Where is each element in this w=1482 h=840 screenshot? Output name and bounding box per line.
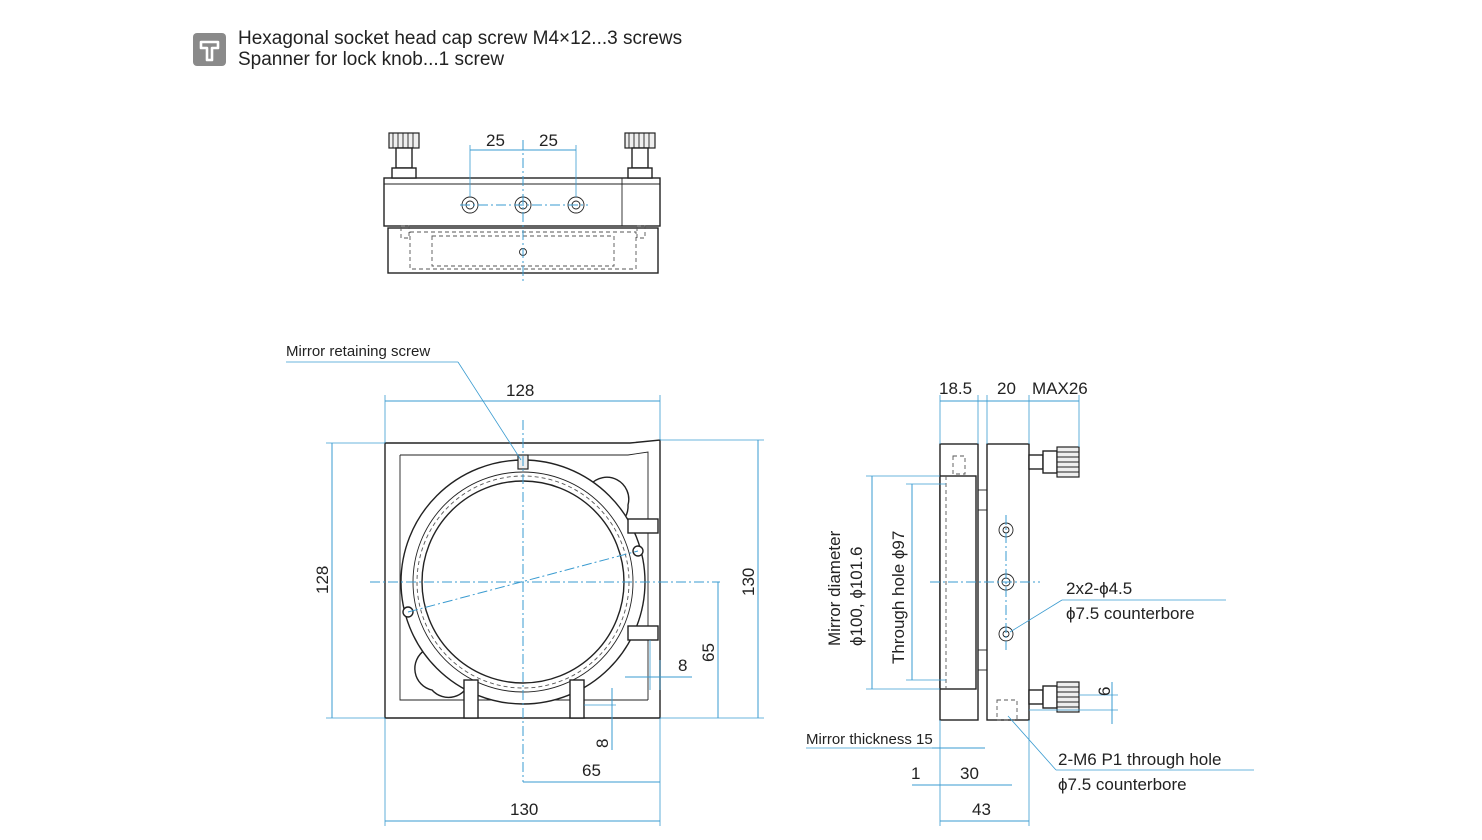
front-dim-half-width: 65 [582,761,601,780]
front-dim-bottom-offset: 8 [593,739,612,748]
accessories-list: Hexagonal socket head cap screw M4×12...… [238,28,682,70]
side-view: 18.5 20 MAX26 Mirror diameter ϕ100, ϕ101… [806,379,1254,826]
side-view-knob-top [1028,446,1080,478]
side-mirror-thickness: Mirror thickness 15 [806,731,933,748]
side-holes-label-line1: 2x2-ϕ4.5 [1066,579,1132,598]
front-view: Mirror retaining screw 128 128 130 65 8 … [286,343,764,826]
side-m6-label-line1: 2-M6 P1 through hole [1058,750,1222,769]
front-dim-bottom-width: 130 [510,800,538,819]
side-dim-max: MAX26 [1032,379,1088,398]
top-view-knob-right [624,132,656,179]
top-view: 25 25 [383,131,661,282]
accessory-spanner: Spanner for lock knob...1 screw [238,49,505,70]
side-dim-fortythree: 43 [972,800,991,819]
front-dim-top-width: 128 [506,381,534,400]
accessory-screws: Hexagonal socket head cap screw M4×12...… [238,28,683,49]
side-m6-label-line2: ϕ7.5 counterbore [1058,775,1187,794]
side-mirror-diameter-line1: Mirror diameter [825,530,844,646]
top-view-knob-left [388,132,420,179]
front-dim-hole-height: 65 [699,643,718,662]
top-view-front-plate [383,177,661,227]
side-view-knob-bottom [1028,681,1080,713]
side-dim-six: 6 [1095,687,1114,696]
side-dim-body: 20 [997,379,1016,398]
tool-icon [193,33,226,66]
front-dim-left-height: 128 [313,566,332,594]
side-dim-thirty: 30 [960,764,979,783]
front-dim-side-offset: 8 [678,656,687,675]
top-dim-right: 25 [539,131,558,150]
side-holes-label-line2: ϕ7.5 counterbore [1066,604,1195,623]
side-dim-one: 1 [911,764,920,783]
side-dim-plate: 18.5 [939,379,972,398]
front-dim-right-height: 130 [739,568,758,596]
side-mirror-diameter-line2: ϕ100, ϕ101.6 [847,547,866,646]
side-through-hole: Through hole ϕ97 [889,531,908,664]
top-dim-left: 25 [486,131,505,150]
callout-retaining-screw: Mirror retaining screw [286,343,430,360]
